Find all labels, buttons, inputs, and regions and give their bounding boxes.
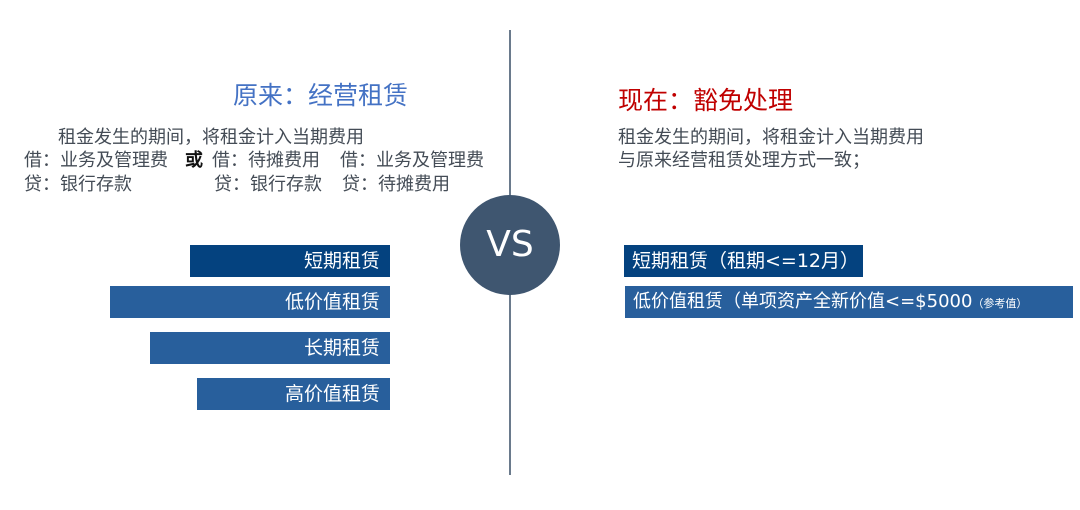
bar-long-term-lease: 长期租赁 bbox=[150, 332, 390, 364]
bar-short-term-lease: 短期租赁 bbox=[190, 245, 390, 277]
entry-credit-1: 贷：银行存款 bbox=[24, 174, 132, 195]
entry-debit-1: 借：业务及管理费 bbox=[24, 150, 168, 171]
entry-credit-3: 贷：待摊费用 bbox=[342, 174, 450, 195]
entry-credit-2: 贷：银行存款 bbox=[214, 174, 322, 195]
left-title: 原来：经营租赁 bbox=[233, 81, 409, 110]
bar-short-term-exempt: 短期租赁（租期<=12月） bbox=[624, 245, 863, 277]
or-label: 或 bbox=[185, 150, 203, 171]
right-description-1: 租金发生的期间，将租金计入当期费用 bbox=[618, 127, 924, 148]
low-value-label: 低价值租赁（单项资产全新价值<=$5000 bbox=[633, 291, 973, 312]
entry-debit-2: 借：待摊费用 bbox=[212, 150, 320, 171]
bar-low-value-lease: 低价值租赁 bbox=[110, 286, 390, 318]
entry-debit-3: 借：业务及管理费 bbox=[340, 150, 484, 171]
vs-badge: VS bbox=[460, 195, 560, 295]
right-description-2: 与原来经营租赁处理方式一致； bbox=[618, 150, 870, 171]
bar-low-value-exempt: 低价值租赁（单项资产全新价值<=$5000（参考值） bbox=[625, 286, 1073, 318]
bar-high-value-lease: 高价值租赁 bbox=[197, 378, 390, 410]
left-description: 租金发生的期间，将租金计入当期费用 bbox=[58, 127, 364, 148]
reference-note: （参考值） bbox=[972, 297, 1028, 310]
right-title: 现在：豁免处理 bbox=[618, 86, 794, 115]
